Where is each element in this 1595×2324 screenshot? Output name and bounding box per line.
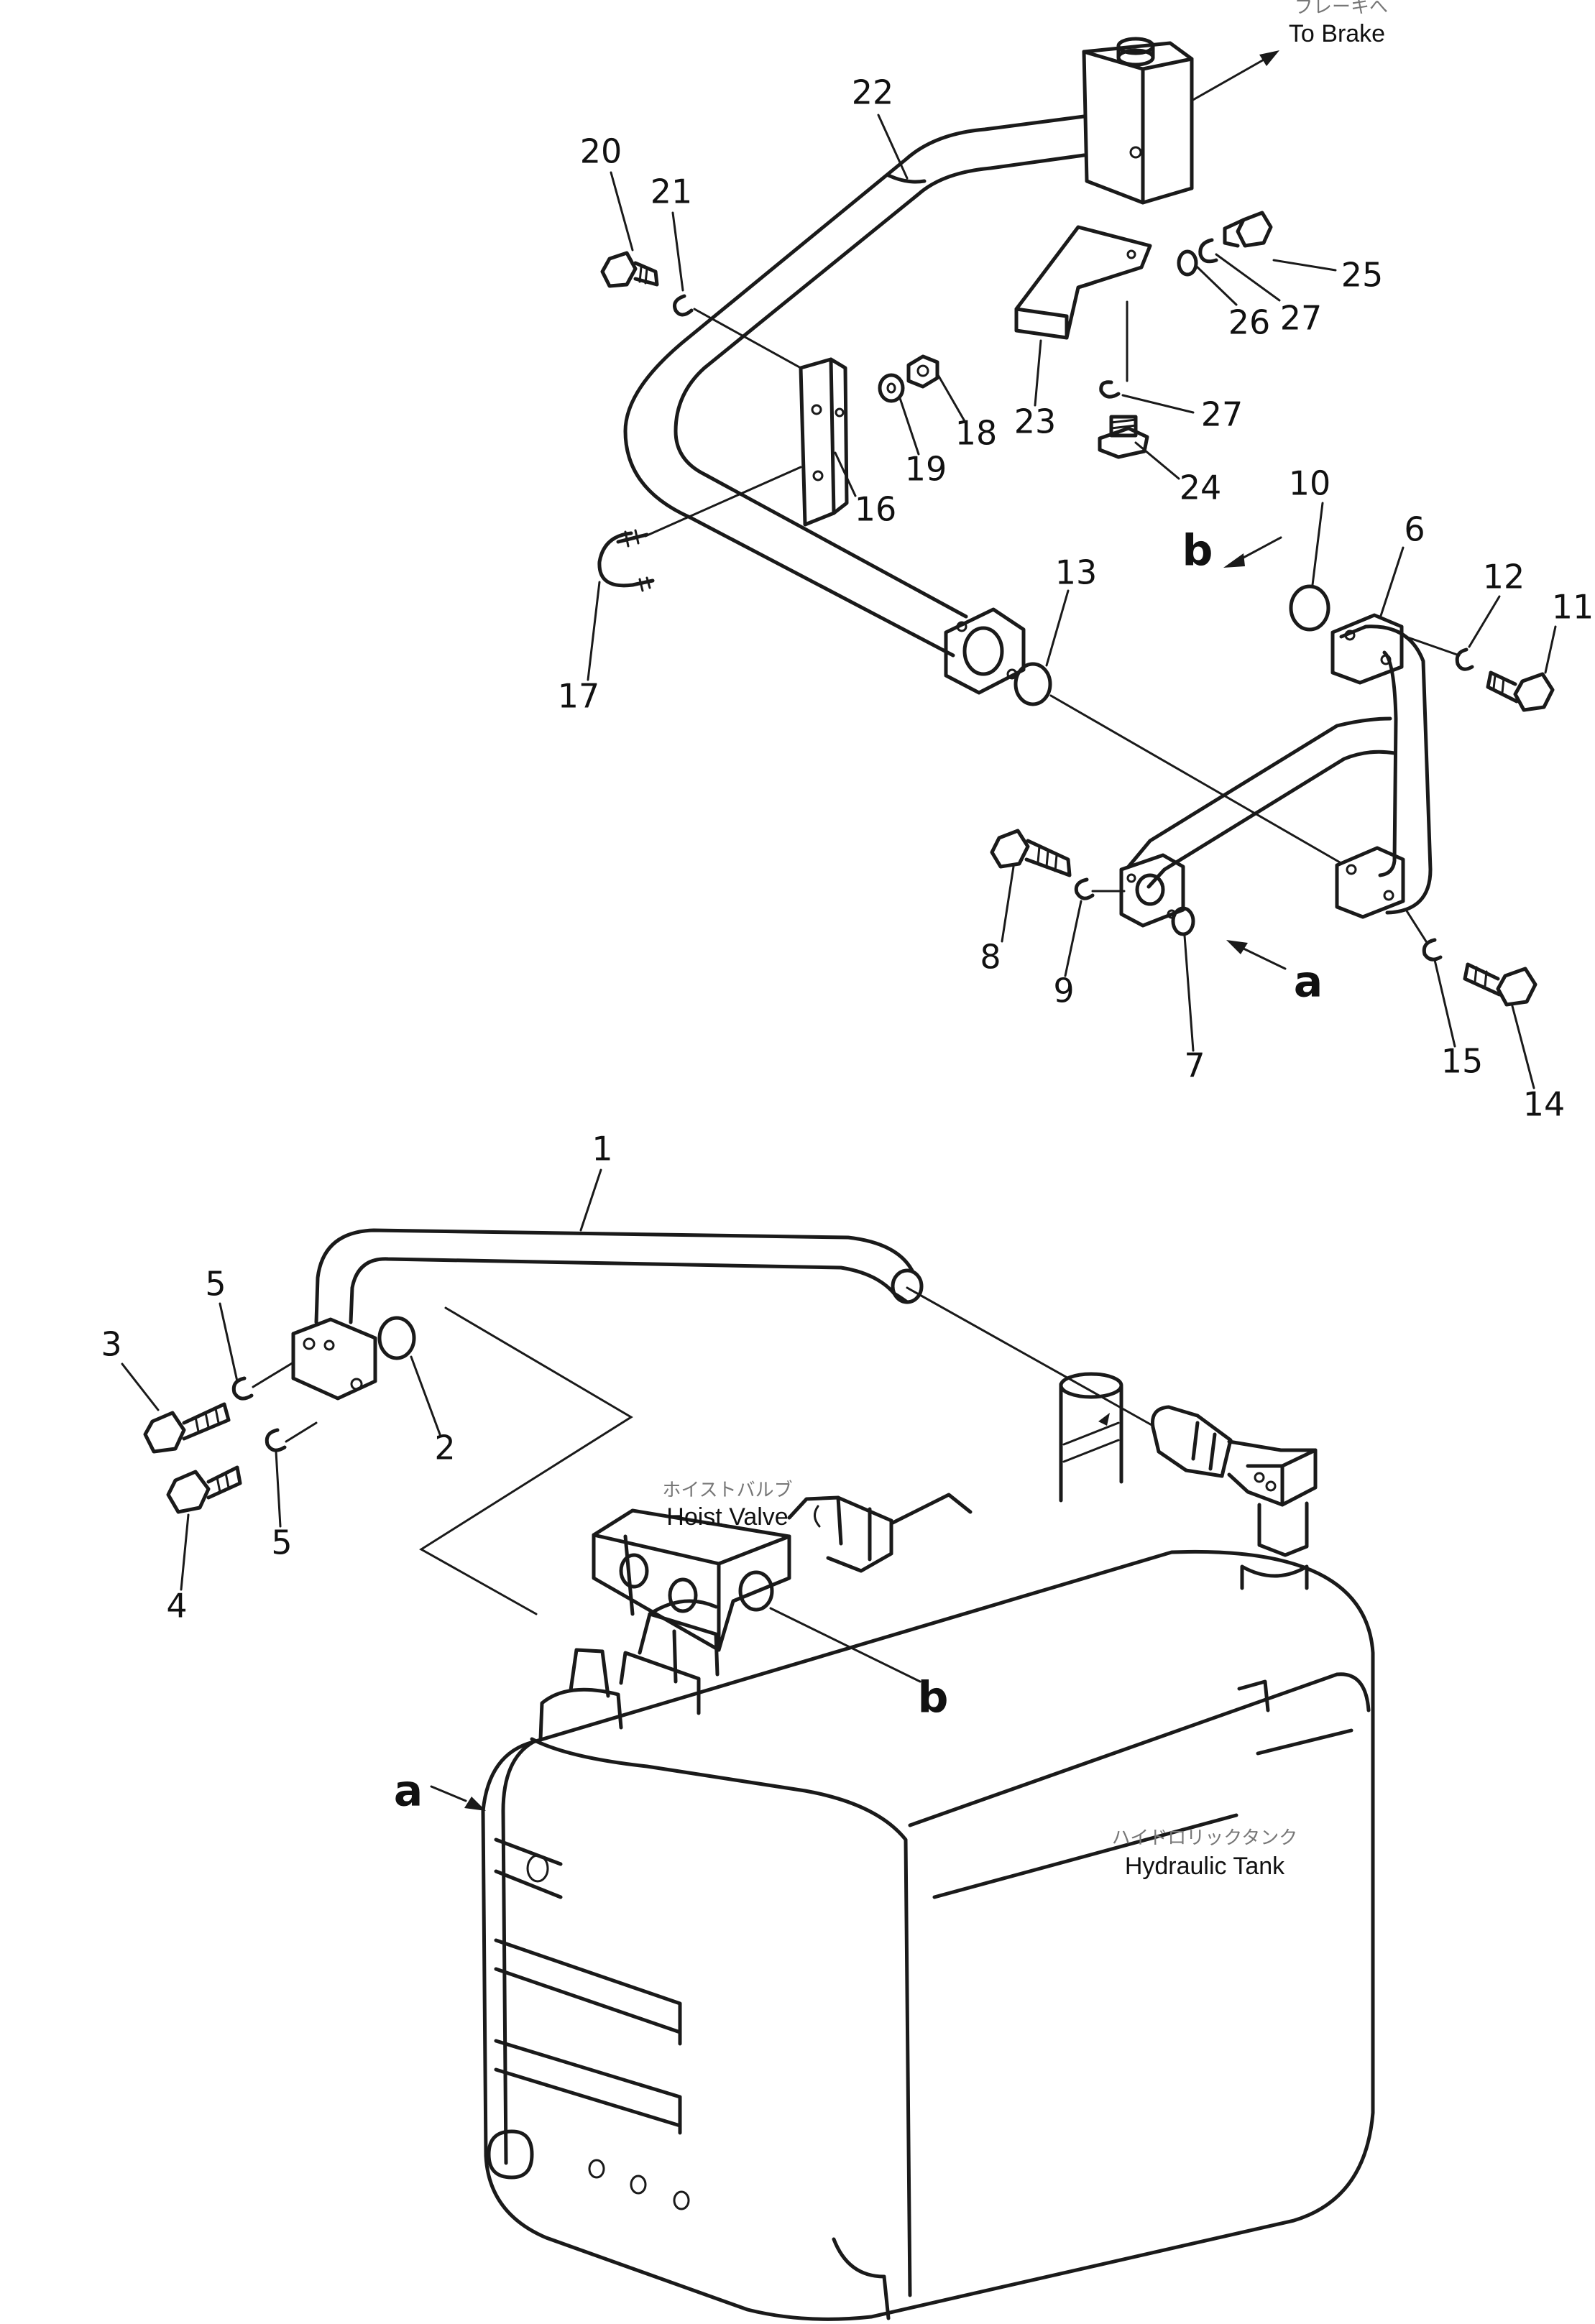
part-number-10: 10	[1289, 464, 1331, 503]
bolt-4	[166, 1465, 242, 1514]
part-number-6: 6	[1404, 510, 1425, 549]
part-number-5: 5	[205, 1265, 226, 1304]
part-number-27: 27	[1280, 299, 1323, 338]
leader-lines-lower	[121, 1168, 921, 1811]
gasket-plate-outline	[419, 1306, 633, 1615]
part-number-1: 1	[592, 1130, 612, 1168]
lock-washer-12	[1455, 647, 1474, 671]
part-number-18: 18	[955, 414, 998, 453]
lock-washer-15	[1422, 938, 1443, 962]
reference-letter-a: a	[394, 1766, 423, 1817]
part-number-7: 7	[1184, 1046, 1205, 1085]
o-ring-10	[1289, 584, 1330, 632]
hoist-valve-caption: ホイストバルブ Hoist Valve	[662, 1480, 792, 1531]
part-number-13: 13	[1055, 553, 1098, 592]
part-number-9: 9	[1053, 972, 1074, 1010]
o-ring-13	[1013, 662, 1052, 706]
pipe-1	[314, 1228, 924, 1324]
bracket-16	[799, 357, 849, 527]
part-number-4: 4	[166, 1587, 187, 1626]
lock-washer-5-upper	[231, 1376, 254, 1401]
leader-lines-upper	[587, 114, 1557, 1089]
pipe-22	[623, 114, 1086, 658]
part-number-11: 11	[1552, 588, 1594, 627]
part-number-12: 12	[1483, 558, 1525, 596]
to-brake-caption: ブレーキへ To Brake	[1289, 0, 1388, 47]
part-number-20: 20	[580, 132, 622, 171]
o-ring-2	[377, 1316, 416, 1360]
hoist-valve-caption-en: Hoist Valve	[666, 1503, 788, 1531]
washer-19	[878, 373, 905, 403]
reference-letter-b: b	[1182, 526, 1213, 576]
part-number-8: 8	[980, 938, 1001, 977]
hydraulic-tank-caption-en: Hydraulic Tank	[1125, 1853, 1285, 1880]
part-number-17: 17	[558, 677, 600, 716]
hoist-valve-caption-jp: ホイストバルブ	[662, 1480, 792, 1501]
lock-washer-9	[1074, 877, 1095, 900]
bolt-25	[1223, 211, 1273, 248]
bolt-24	[1098, 415, 1149, 459]
part-number-5: 5	[271, 1523, 292, 1562]
reference-letter-a: a	[1294, 957, 1323, 1007]
lock-washer-21	[673, 294, 694, 317]
washer-26	[1177, 249, 1198, 277]
hydraulic-tank	[481, 1534, 1375, 2321]
pipe-1-coupling	[1150, 1405, 1318, 1590]
part-number-3: 3	[101, 1325, 121, 1364]
lower-piping-assembly	[121, 1168, 1375, 2321]
tank-return-pipe	[1059, 1372, 1123, 1503]
part-number-16: 16	[855, 490, 897, 529]
part-number-22: 22	[852, 73, 894, 112]
u-bolt-17	[597, 529, 655, 592]
part-number-2: 2	[434, 1429, 455, 1467]
upper-piping-assembly	[587, 37, 1557, 1089]
hydraulic-tank-caption: ハイドロリックタンク Hydraulic Tank	[1112, 1827, 1297, 1880]
bolt-20	[600, 251, 659, 288]
brake-junction-block	[1082, 37, 1279, 205]
part-number-21: 21	[651, 172, 693, 211]
lock-washer-5-lower	[265, 1428, 287, 1452]
to-brake-caption-en: To Brake	[1289, 20, 1385, 47]
pipe-6	[1119, 613, 1433, 928]
bolt-8	[990, 829, 1072, 877]
part-number-27: 27	[1201, 395, 1244, 434]
part-number-25: 25	[1341, 256, 1384, 295]
lock-washer-27-upper	[1198, 238, 1218, 264]
part-number-19: 19	[905, 450, 947, 489]
part-number-labels: 1234556789101112131415161718192021222324…	[101, 73, 1594, 1626]
hoist-valve	[592, 1493, 973, 1652]
bracket-23	[1014, 225, 1152, 340]
part-number-23: 23	[1014, 402, 1057, 441]
bolt-3	[143, 1402, 231, 1454]
pipe-1-tank-leader	[906, 1286, 1154, 1427]
bolt-14	[1463, 962, 1537, 1007]
pipe-1-flange	[291, 1317, 377, 1401]
reference-letter-b: b	[918, 1673, 949, 1723]
lock-washer-27-lower	[1099, 380, 1121, 399]
pipe-22-flange	[944, 607, 1026, 695]
reference-letter-labels: b a b a	[394, 526, 1323, 1817]
nut-18	[906, 354, 939, 389]
part-number-26: 26	[1228, 303, 1271, 342]
part-number-24: 24	[1180, 469, 1222, 507]
hydraulic-tank-caption-jp: ハイドロリックタンク	[1112, 1827, 1297, 1849]
bolt-11	[1486, 670, 1555, 712]
to-brake-caption-jp: ブレーキへ	[1295, 0, 1388, 18]
part-number-15: 15	[1441, 1042, 1484, 1081]
part-number-14: 14	[1523, 1085, 1566, 1124]
